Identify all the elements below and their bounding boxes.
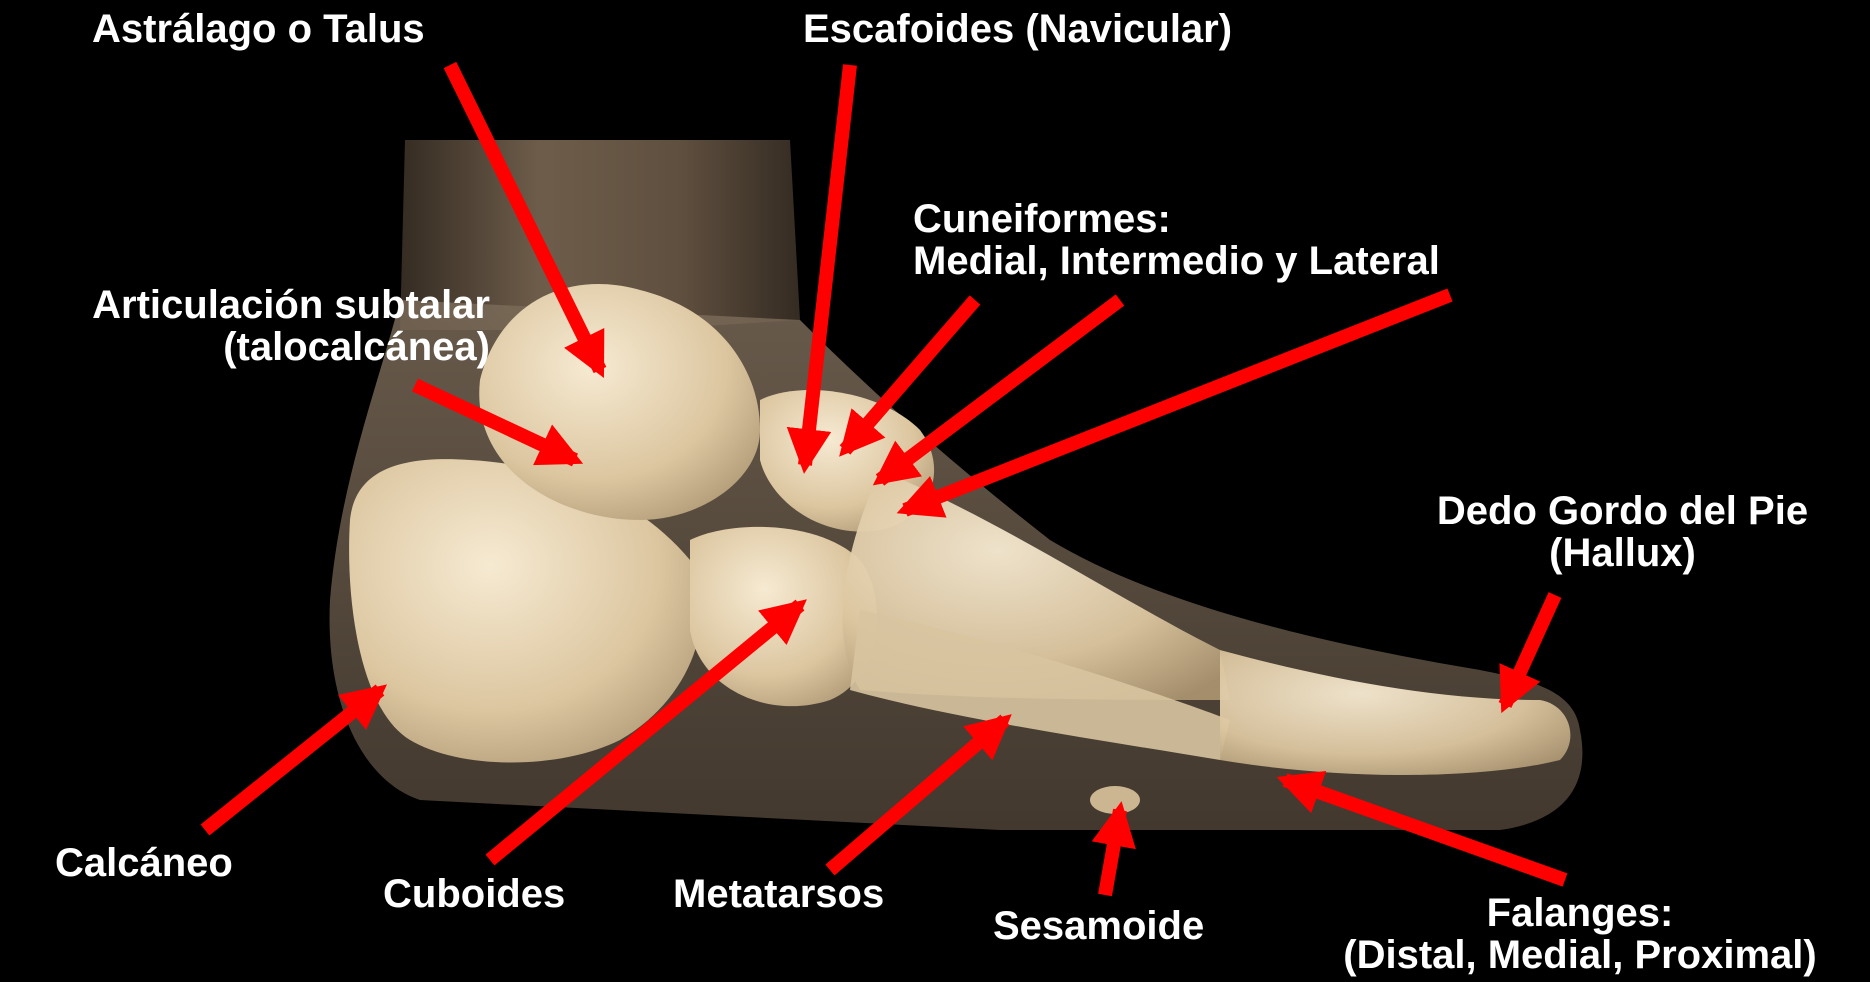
label-subtalar-line1: Articulación subtalar (92, 284, 490, 326)
label-cuneiforms-line2: Medial, Intermedio y Lateral (913, 240, 1440, 282)
arrow-calcaneus (205, 690, 380, 830)
label-metatarsals: Metatarsos (673, 873, 884, 915)
label-phalanges-line1: Falanges: (1290, 892, 1870, 934)
label-calcaneus: Calcáneo (55, 842, 233, 884)
label-hallux-line2: (Hallux) (1395, 532, 1850, 574)
label-hallux-line1: Dedo Gordo del Pie (1395, 490, 1850, 532)
arrow-cuneiform-intermedio (880, 300, 1120, 480)
label-cuneiforms: Cuneiformes: Medial, Intermedio y Latera… (913, 198, 1440, 282)
label-subtalar-line2: (talocalcánea) (92, 326, 490, 368)
label-hallux: Dedo Gordo del Pie (Hallux) (1395, 490, 1850, 574)
label-navicular: Escafoides (Navicular) (803, 8, 1232, 50)
label-subtalar: Articulación subtalar (talocalcánea) (92, 284, 490, 368)
label-phalanges-line2: (Distal, Medial, Proximal) (1290, 934, 1870, 976)
label-cuboid: Cuboides (383, 873, 565, 915)
label-sesamoid: Sesamoide (993, 905, 1204, 947)
label-cuneiforms-line1: Cuneiformes: (913, 198, 1440, 240)
label-phalanges: Falanges: (Distal, Medial, Proximal) (1290, 892, 1870, 976)
label-talus: Astrálago o Talus (92, 8, 425, 50)
